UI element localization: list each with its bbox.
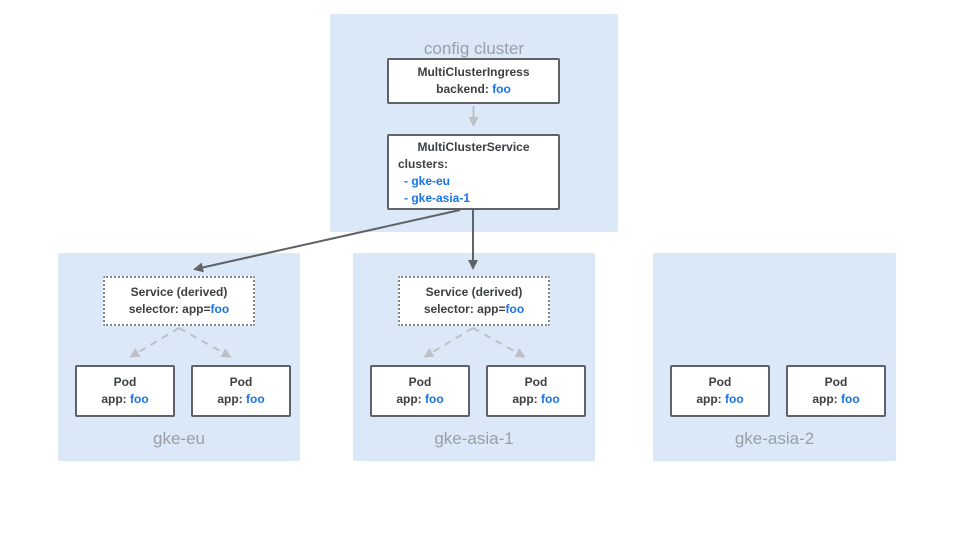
service-title: Service (derived) [425, 285, 523, 299]
pod-app-label: app: [101, 392, 127, 406]
pod-box: Pod app: foo [486, 365, 586, 417]
pod-app: app: foo [77, 391, 173, 408]
pod-app-value: foo [841, 392, 860, 406]
service-selector-label: selector: app= [128, 302, 211, 316]
multiclusteringress-box: MultiClusterIngress backend: foo [387, 58, 560, 104]
pod-title: Pod [824, 375, 848, 389]
pod-title: Pod [524, 375, 548, 389]
pod-app: app: foo [193, 391, 289, 408]
mcs-cluster-item: - gke-asia-1 [404, 191, 471, 205]
cluster-gke-asia-1-container: Service (derived) selector: app=foo Pod … [353, 253, 595, 461]
cluster-gke-asia-2-label: gke-asia-2 [734, 429, 815, 448]
mcs-clusters-label: clusters: [398, 157, 449, 171]
mci-backend-label: backend: [436, 82, 489, 96]
pod-box: Pod app: foo [75, 365, 175, 417]
service-selector: selector: app=foo [400, 301, 548, 318]
pod-box: Pod app: foo [191, 365, 291, 417]
service-title: Service (derived) [130, 285, 228, 299]
pod-app-value: foo [541, 392, 560, 406]
pod-app-label: app: [696, 392, 722, 406]
cluster-gke-asia-2-container: Pod app: foo Pod app: foo gke-asia-2 [653, 253, 896, 461]
pod-app-label: app: [812, 392, 838, 406]
pod-title: Pod [708, 375, 732, 389]
multiclusterservice-box: MultiClusterService clusters: - gke-eu -… [387, 134, 560, 210]
derived-service-box-gke-asia-1: Service (derived) selector: app=foo [398, 276, 550, 326]
mcs-title: MultiClusterService [417, 140, 530, 154]
pod-app-label: app: [512, 392, 538, 406]
pod-box: Pod app: foo [370, 365, 470, 417]
pod-title: Pod [113, 375, 137, 389]
pod-app-label: app: [396, 392, 422, 406]
pod-app-value: foo [130, 392, 149, 406]
pod-box: Pod app: foo [786, 365, 886, 417]
pod-app: app: foo [372, 391, 468, 408]
mcs-cluster-item: - gke-eu [404, 174, 451, 188]
pod-app: app: foo [488, 391, 584, 408]
service-selector: selector: app=foo [105, 301, 253, 318]
cluster-gke-asia-1-label: gke-asia-1 [434, 429, 514, 448]
pod-app: app: foo [672, 391, 768, 408]
cluster-gke-eu-label: gke-eu [153, 429, 205, 448]
service-selector-value: foo [210, 302, 230, 316]
mci-backend: backend: foo [389, 81, 558, 98]
pod-title: Pod [408, 375, 432, 389]
pod-app: app: foo [788, 391, 884, 408]
service-selector-label: selector: app= [423, 302, 506, 316]
pod-box: Pod app: foo [670, 365, 770, 417]
cluster-gke-eu-container: Service (derived) selector: app=foo Pod … [58, 253, 300, 461]
pod-app-value: foo [425, 392, 444, 406]
config-cluster-label: config cluster [423, 39, 525, 58]
pod-app-value: foo [725, 392, 744, 406]
mci-backend-value: foo [492, 82, 511, 96]
pod-app-label: app: [217, 392, 243, 406]
pod-app-value: foo [246, 392, 265, 406]
derived-service-box-gke-eu: Service (derived) selector: app=foo [103, 276, 255, 326]
pod-title: Pod [229, 375, 253, 389]
mci-title: MultiClusterIngress [417, 65, 530, 79]
service-selector-value: foo [505, 302, 525, 316]
